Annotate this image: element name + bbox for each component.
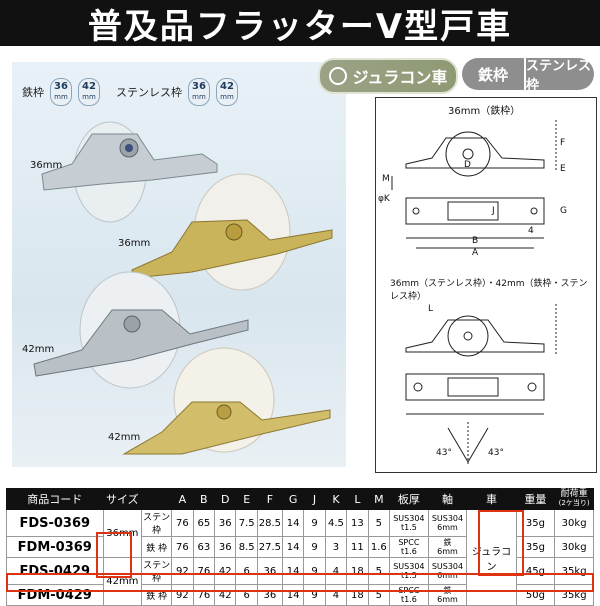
- diagram-caption-top: 36mm（鉄枠）: [448, 106, 521, 117]
- ring-icon: [328, 67, 347, 85]
- diagram-label-f: F: [560, 138, 566, 148]
- header-axis: 軸: [427, 488, 468, 510]
- header-frame-type: [141, 488, 173, 510]
- header-d: D: [214, 488, 237, 510]
- spec-table: 商品コード サイズ A B D E F G J K L M 板厚 軸 車 重量 …: [6, 488, 594, 606]
- table-row: FDM-0369 鉄 枠 76 63 36 8.5 27.5 14 9 3 11…: [6, 536, 594, 558]
- header-g: G: [281, 488, 305, 510]
- size-legend-iron-label: 鉄枠: [22, 86, 44, 99]
- header-l: L: [346, 488, 369, 510]
- size-cell-42: 42mm: [102, 557, 143, 606]
- diagram-label-a: A: [472, 248, 479, 258]
- technical-diagram: 36mm（鉄枠） 36mm（ステンレス枠）・42mm（鉄枠・ステンレス枠）: [375, 97, 597, 473]
- page-title: 普及品フラッターV型戸車: [0, 0, 600, 47]
- diagram-label-l: L: [428, 304, 434, 314]
- header-b: B: [192, 488, 216, 510]
- diagram-label-d: D: [464, 160, 471, 170]
- diagram-label-m: M: [382, 174, 390, 184]
- size-cell-36: 36mm: [102, 509, 143, 558]
- diagram-label-4: 4: [528, 226, 534, 236]
- header-code: 商品コード: [6, 488, 104, 510]
- photo-label-1: 36mm: [30, 160, 63, 171]
- diagram-label-g: G: [560, 206, 567, 216]
- photo-label-2: 36mm: [118, 238, 151, 249]
- table-row: FDS-0369 36mm ステン枠 76 65 36 7.5 28.5 14 …: [6, 509, 594, 606]
- header-f: F: [256, 488, 283, 510]
- photo-label-4: 42mm: [108, 432, 141, 443]
- header-size: サイズ: [102, 488, 143, 510]
- photo-label-3: 42mm: [22, 344, 55, 355]
- product-illustration: [33, 121, 333, 455]
- diagram-label-j: J: [492, 206, 495, 216]
- header-k: K: [324, 488, 348, 510]
- diagram-label-b: B: [472, 236, 479, 246]
- diagram-drawing: [391, 120, 557, 466]
- header-a: A: [171, 488, 194, 510]
- car-type-badge: ジュラコン車: [318, 58, 458, 94]
- diagram-label-angle-left: 43°: [436, 448, 452, 458]
- frame-iron-badge: 鉄枠: [462, 58, 524, 90]
- header-weight: 重量: [515, 488, 556, 510]
- header-j: J: [303, 488, 326, 510]
- header-e: E: [235, 488, 258, 510]
- header-plate: 板厚: [389, 488, 429, 510]
- car-material-cell: ジュラコン: [466, 509, 517, 606]
- header-car: 車: [466, 488, 517, 510]
- header-m: M: [367, 488, 391, 510]
- diagram-label-angle-right: 43°: [488, 448, 504, 458]
- diagram-label-k: φK: [378, 194, 390, 204]
- spec-table-header: 商品コード サイズ A B D E F G J K L M 板厚 軸 車 重量 …: [6, 488, 594, 510]
- size-legend-stainless-label: ステンレス枠: [116, 86, 182, 99]
- product-photo-panel: [12, 62, 346, 467]
- frame-stainless-badge: ステンレス枠: [526, 58, 594, 93]
- diagram-caption-bottom: 36mm（ステンレス枠）・42mm（鉄枠・ステンレス枠）: [390, 279, 588, 302]
- diagram-label-e: E: [560, 164, 566, 174]
- header-load: 耐荷重(2ケ当り): [554, 488, 594, 510]
